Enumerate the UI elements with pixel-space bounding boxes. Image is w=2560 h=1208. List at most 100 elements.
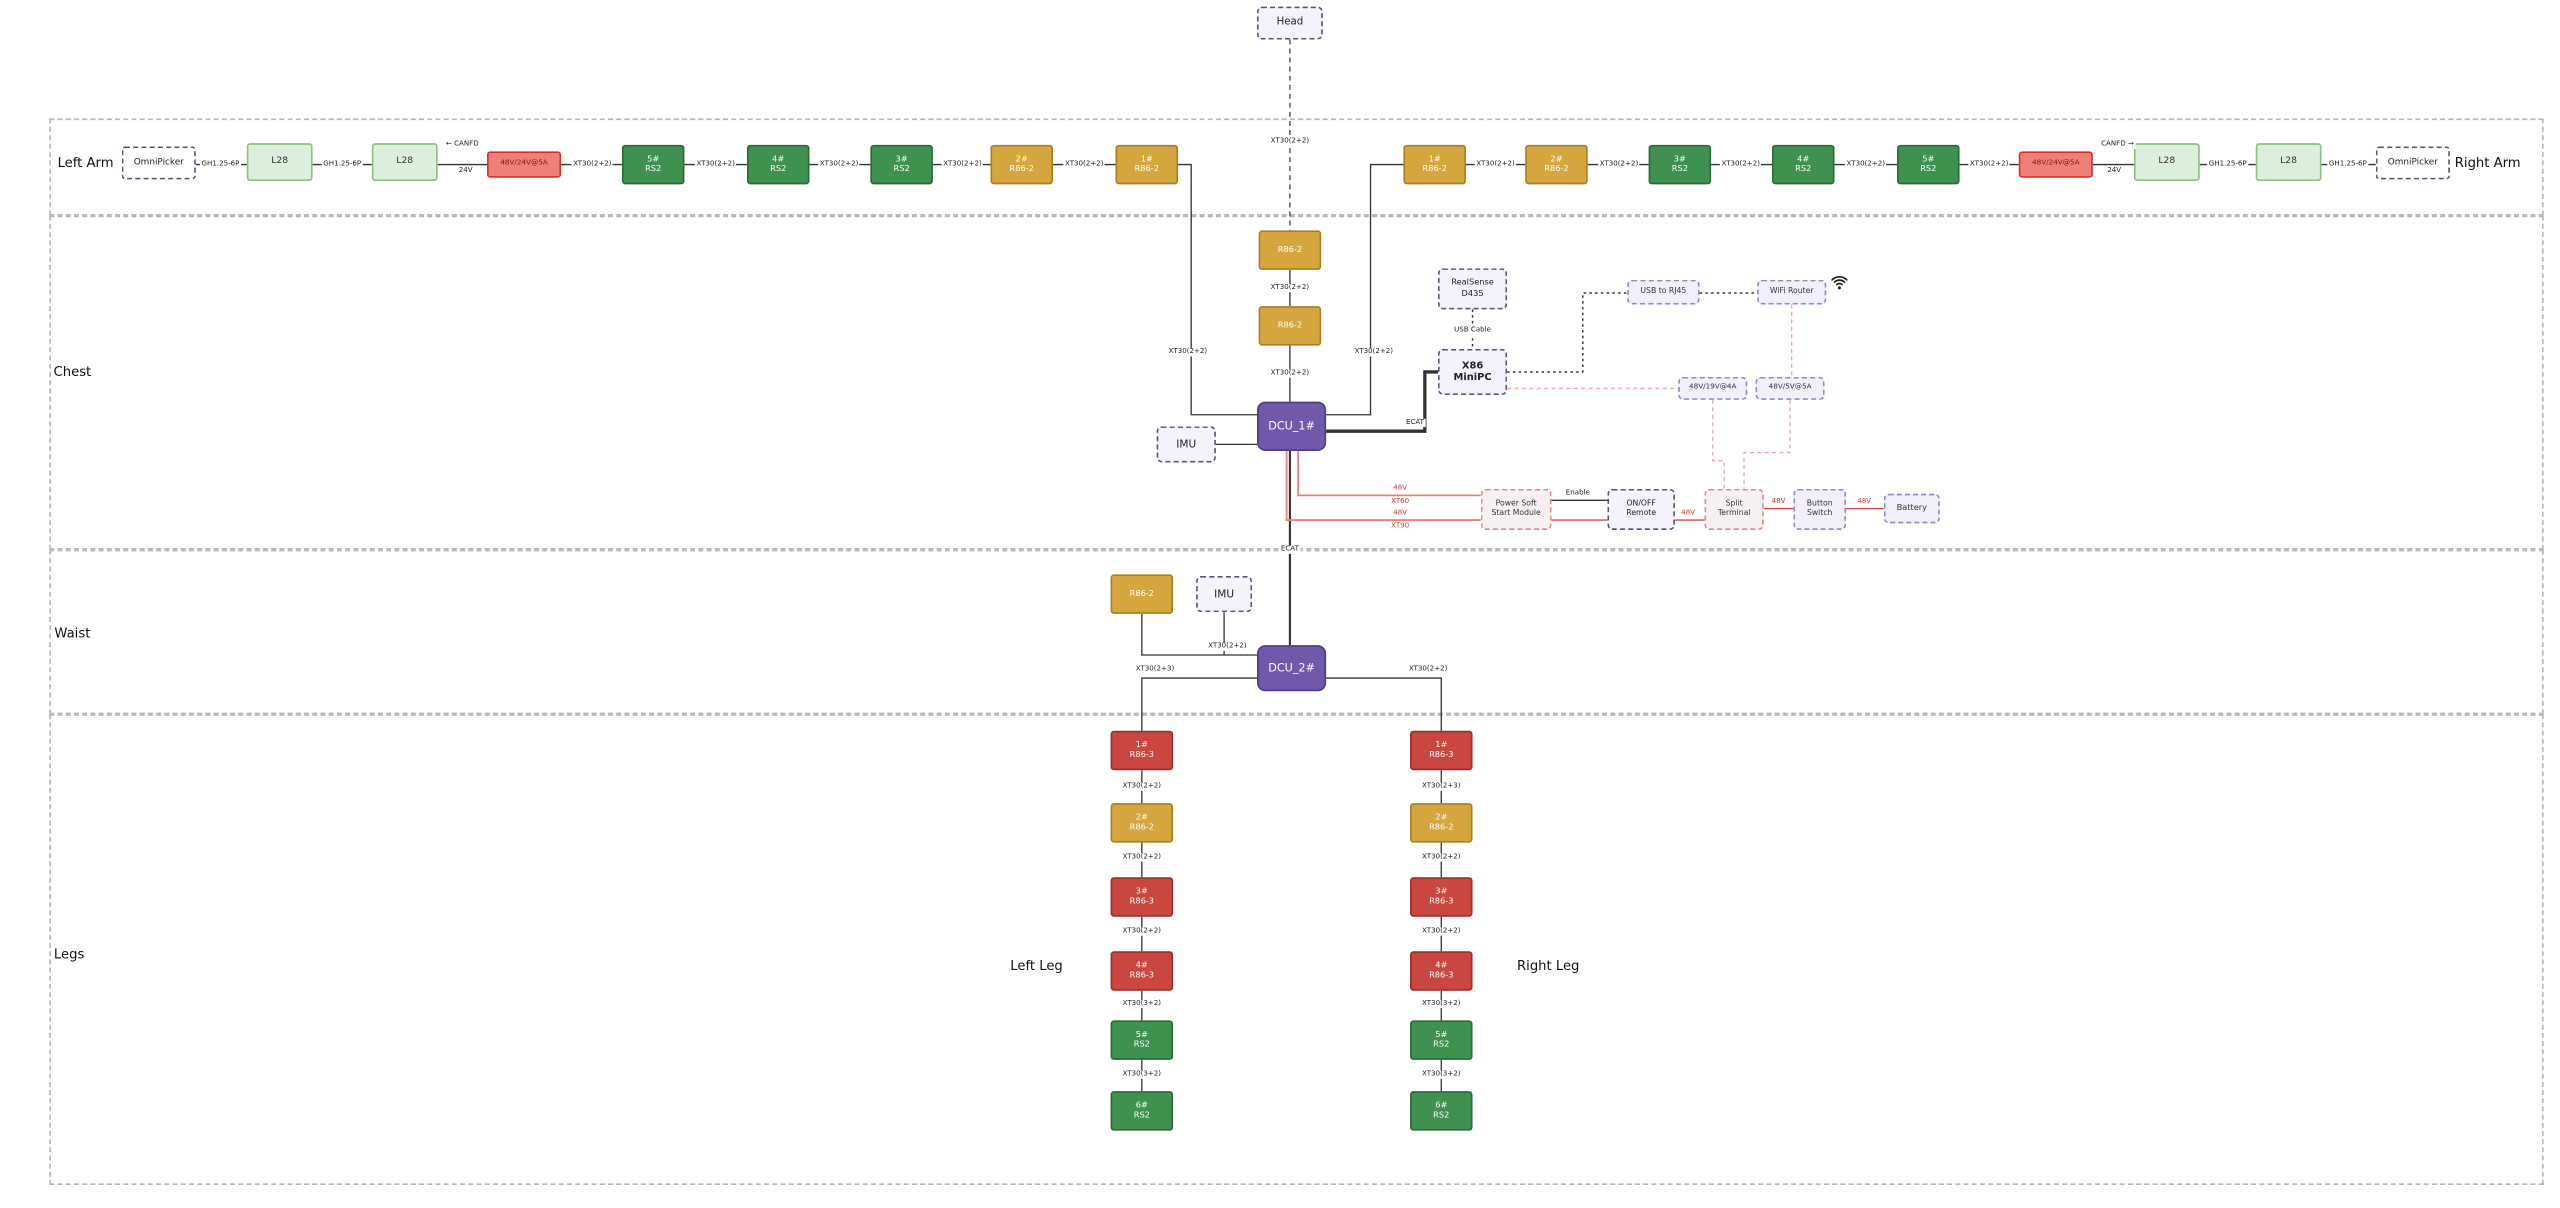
node-left-leg-motor-4: 4#R86-3	[1110, 951, 1174, 991]
on-off-remote-label-0: ON/OFF	[1626, 499, 1656, 508]
left-leg-motor-2-label-1: R86-2	[1129, 822, 1155, 833]
connector-label-14: CANFD →	[2099, 140, 2136, 149]
node-right-arm-motor-4: 4#RS2	[1771, 144, 1835, 185]
node-wifi-router: WiFi Router	[1757, 279, 1827, 305]
right-leg-motor-1-label-1: R86-3	[1429, 750, 1454, 761]
connector-label-7: XT30(2+2)	[941, 160, 984, 169]
left-leg-motor-1-label-0: 1#	[1135, 740, 1148, 751]
connector-label-27: 48V	[1391, 484, 1409, 493]
section-label-waist-0: Waist	[54, 626, 91, 642]
connector-label-39: XT30(2+2)	[1120, 927, 1163, 936]
connector-label-40: XT30(3+2)	[1120, 999, 1163, 1009]
left-leg-motor-1-label-1: R86-3	[1129, 750, 1155, 761]
chest-r86-1-label-0: R86-2	[1277, 245, 1303, 255]
connector-label-10: XT30(2+2)	[1598, 160, 1640, 169]
waist-imu-label-0: IMU	[1214, 587, 1235, 601]
left-arm-motor-2-label-1: R86-2	[1009, 164, 1034, 175]
left-arm-motor-2-label-0: 2#	[1015, 154, 1028, 165]
conv-48v-19v-label-0: 48V/19V@4A	[1689, 383, 1737, 393]
connector-label-12: XT30(2+2)	[1844, 160, 1887, 169]
left-leg-motor-4-label-1: R86-3	[1129, 971, 1155, 981]
power-soft-start-module-label-1: Start Module	[1491, 509, 1541, 518]
connector-label-2: ← CANFD	[444, 140, 481, 149]
left-leg-motor-3-label-1: R86-3	[1129, 896, 1155, 907]
connector-label-33: 48V	[1855, 497, 1873, 507]
wifi-router-label-0: WiFi Router	[1769, 287, 1814, 296]
realsense-d435-label-0: RealSense	[1451, 278, 1494, 289]
right-leg-motor-4-label-0: 4#	[1435, 960, 1448, 971]
connector-label-43: XT30(2+2)	[1420, 853, 1463, 862]
right-arm-motor-1-label-0: 1#	[1428, 154, 1441, 165]
connector-label-18: XT30(2+2)	[1269, 137, 1311, 146]
section-label-arms-1: Right Arm	[2454, 155, 2521, 171]
connector-label-0: GH1.25-6P	[199, 160, 242, 169]
node-right-leg-motor-6: 6#RS2	[1410, 1091, 1473, 1131]
connector-label-8: XT30(2+2)	[1063, 160, 1106, 169]
left-arm-motor-5-label-1: RS2	[645, 164, 662, 175]
section-label-legs-0: Legs	[53, 947, 85, 962]
right-leg-motor-5-label-1: RS2	[1433, 1040, 1450, 1051]
section-arms	[49, 118, 2544, 216]
split-terminal-label-0: Split	[1725, 499, 1743, 508]
node-right-arm-motor-2: 2#R86-2	[1525, 144, 1588, 185]
right-leg-motor-5-label-0: 5#	[1435, 1029, 1448, 1040]
right-arm-motor-1-label-1: R86-2	[1422, 164, 1447, 175]
right-leg-motor-6-label-0: 6#	[1435, 1100, 1448, 1111]
right-leg-motor-3-label-1: R86-3	[1429, 896, 1454, 907]
connector-label-9: XT30(2+2)	[1474, 160, 1517, 169]
left-arm-motor-1-label-0: 1#	[1140, 154, 1153, 165]
connector-label-24: ECAT	[1404, 418, 1426, 428]
right-arm-motor-2-label-1: R86-2	[1544, 164, 1569, 175]
connector-label-37: XT30(2+2)	[1120, 782, 1163, 791]
connector-label-19: XT30(2+2)	[1269, 283, 1311, 293]
node-left-leg-motor-2: 2#R86-2	[1110, 803, 1174, 843]
node-usb-to-rj45: USB to RJ45	[1627, 279, 1700, 305]
node-right-arm-l28-2: L28	[2255, 143, 2322, 182]
right-arm-motor-5-label-1: RS2	[1920, 164, 1937, 175]
node-right-arm-l28-1: L28	[2133, 143, 2200, 182]
left-leg-motor-6-label-0: 6#	[1135, 1100, 1148, 1111]
connector-label-26: Enable	[1564, 489, 1592, 498]
battery-label-0: Battery	[1896, 503, 1928, 514]
connector-label-13: XT30(2+2)	[1968, 160, 2011, 169]
node-conv-48v-19v: 48V/19V@4A	[1678, 376, 1748, 400]
right-leg-motor-3-label-0: 3#	[1435, 886, 1448, 897]
connector-label-31: 48V	[1679, 509, 1697, 518]
connector-label-25: ECAT	[1279, 545, 1301, 554]
node-left-arm-omnipicker: OmniPicker	[121, 146, 196, 180]
connector-label-20: XT30(2+2)	[1269, 369, 1311, 378]
connector-label-5: XT30(2+2)	[694, 160, 737, 169]
dcu-2-label-0: DCU_2#	[1268, 661, 1315, 675]
connector-label-45: XT30(3+2)	[1420, 999, 1463, 1009]
right-arm-motor-4-label-1: RS2	[1795, 164, 1812, 175]
connector-label-44: XT30(2+2)	[1420, 927, 1463, 936]
node-right-leg-motor-1: 1#R86-3	[1410, 730, 1473, 771]
right-leg-motor-1-label-0: 1#	[1435, 740, 1448, 751]
right-arm-l28-2-label-0: L28	[2280, 156, 2298, 167]
node-right-leg-motor-5: 5#RS2	[1410, 1020, 1473, 1060]
button-switch-label-0: Button	[1806, 499, 1833, 508]
connector-label-46: XT30(3+2)	[1420, 1070, 1463, 1079]
right-arm-psu-label-0: 48V/24V@5A	[2032, 160, 2080, 169]
section-label-arms-0: Left Arm	[57, 155, 114, 171]
chest-imu-label-0: IMU	[1176, 437, 1197, 451]
node-left-arm-l28-1: L28	[246, 143, 313, 182]
left-leg-motor-5-label-0: 5#	[1135, 1029, 1148, 1040]
waist-r86-label-0: R86-2	[1129, 588, 1155, 599]
node-dcu-2: DCU_2#	[1257, 645, 1327, 692]
node-chest-r86-2: R86-2	[1258, 306, 1322, 346]
split-terminal-label-1: Terminal	[1717, 509, 1751, 518]
section-label-legs-2: Right Leg	[1517, 958, 1580, 974]
connector-label-38: XT30(2+2)	[1120, 853, 1163, 862]
left-arm-motor-5-label-0: 5#	[647, 154, 660, 165]
node-left-arm-motor-1: 1#R86-2	[1115, 144, 1179, 185]
left-arm-motor-1-label-1: R86-2	[1134, 164, 1159, 175]
right-leg-motor-6-label-1: RS2	[1433, 1110, 1450, 1121]
left-arm-psu-label-0: 48V/24V@5A	[500, 160, 548, 169]
right-arm-motor-3-label-1: RS2	[1671, 164, 1688, 175]
